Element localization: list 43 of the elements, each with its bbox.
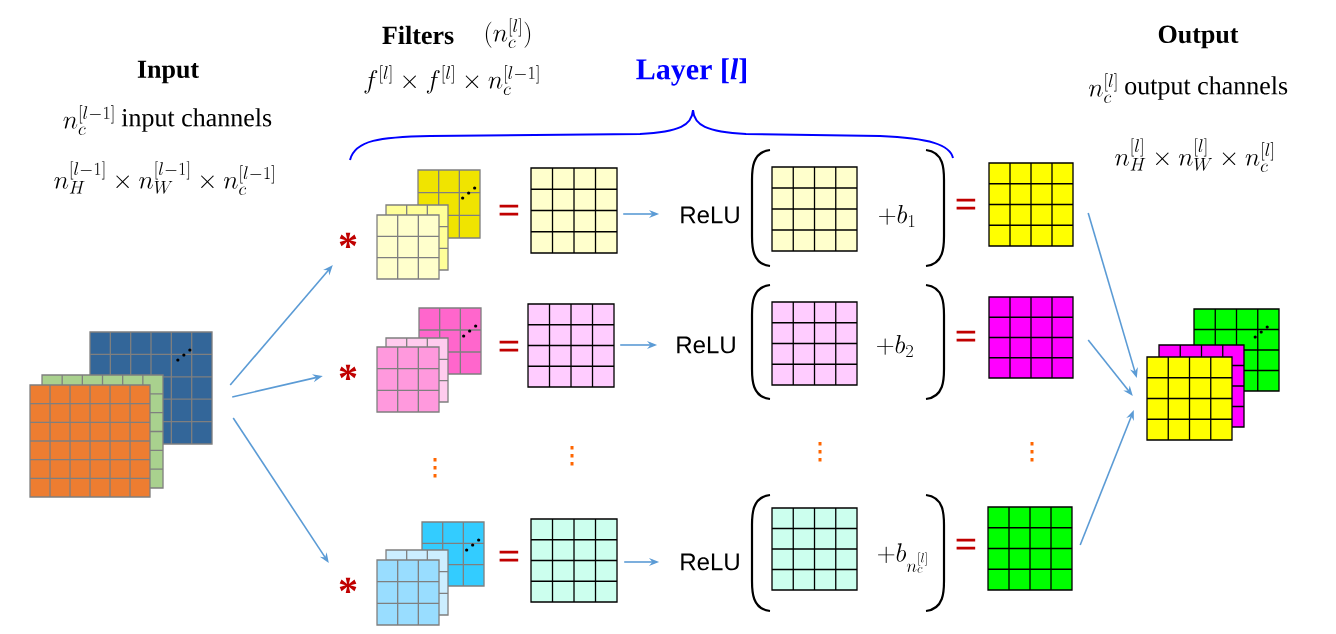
layer-stack-drawing — [1146, 308, 1280, 441]
convolution-symbol: * — [339, 364, 357, 380]
matrix-grid — [988, 296, 1074, 379]
arrow — [229, 265, 333, 386]
matrix-grid — [530, 167, 618, 254]
equals-sign: = — [499, 340, 519, 352]
layer-stack-drawing — [29, 331, 213, 498]
layer-title: Layer [l] — [636, 58, 746, 86]
function-label: ReLU — [681, 206, 739, 224]
equals-sign: = — [956, 330, 976, 342]
matrix-grid — [988, 162, 1074, 247]
layer-stack-drawing — [376, 521, 485, 626]
equals-sign: = — [956, 538, 976, 550]
formula: $+b_2$ — [877, 335, 913, 357]
heading: Input — [137, 60, 199, 84]
layer-stack-drawing — [376, 307, 482, 413]
matrix-grid — [527, 303, 615, 388]
function-label: ReLU — [681, 553, 739, 571]
function-label: ReLU — [677, 336, 735, 354]
caption-text: output channels — [1125, 76, 1288, 100]
formula: $+b_1$ — [879, 205, 915, 227]
caption-text: input channels — [121, 108, 272, 132]
heading: Output — [1158, 25, 1239, 49]
matrix-grid — [771, 166, 858, 252]
heading: Filters — [382, 25, 454, 45]
equals-sign: = — [956, 198, 976, 210]
formula: $n_c^{[l-1]}$ — [63, 105, 114, 135]
matrix-grid — [771, 507, 858, 591]
formula: $n_c^{[l]}$ — [1089, 73, 1117, 103]
arrow — [1087, 339, 1133, 396]
formula: $n_H^{[l-1]} \times n_W^{[l-1]} \times n_c^{[l-1]}$ — [54, 161, 274, 195]
formula: $(n_c^{[l]})$ — [485, 18, 531, 48]
matrix-grid — [771, 301, 858, 386]
matrix-grid — [987, 506, 1073, 591]
formula: $n_H^{[l]} \times n_W^{[l]} \times n_c^{[l]}$ — [1115, 138, 1273, 172]
layer-stack-drawing — [376, 169, 481, 280]
equals-sign: = — [499, 204, 519, 216]
convolution-symbol: * — [339, 232, 357, 248]
matrix-grid — [530, 518, 618, 603]
equals-sign: = — [499, 550, 519, 562]
formula: $f^{[l]} \times f^{[l]} \times n_c^{[l-1]}$ — [364, 65, 539, 95]
formula: $+b_{n_c^{[l]}}$ — [878, 543, 927, 573]
convolution-symbol: * — [339, 577, 357, 593]
